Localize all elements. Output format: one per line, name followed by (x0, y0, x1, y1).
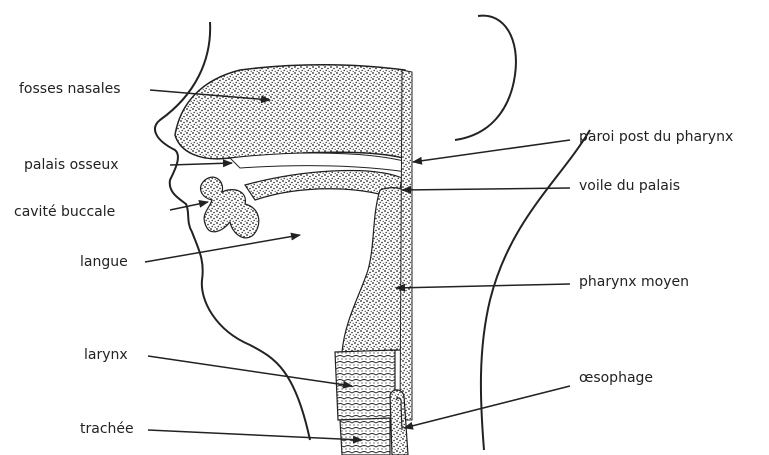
arrow-larynx (148, 356, 352, 386)
arrow-cavite-buccale (170, 202, 208, 210)
label-cavite-buccale: cavité buccale (14, 203, 115, 221)
label-voile-du-palais: voile du palais (579, 177, 680, 195)
arrow-paroi-post (413, 140, 570, 162)
label-pharynx-moyen: pharynx moyen (579, 273, 689, 291)
label-paroi-post-pharynx: paroi post du pharynx (579, 128, 733, 146)
hard-palate (230, 153, 408, 172)
pharynx-wall (400, 70, 412, 420)
arrow-pharynx-moyen (396, 284, 570, 288)
label-oesophage: œsophage (579, 369, 653, 387)
arrow-trachee (148, 430, 362, 440)
nasal-cavity (175, 65, 411, 160)
arrow-langue (145, 235, 300, 262)
arrow-palais-osseux (170, 163, 232, 165)
label-langue: langue (80, 253, 128, 271)
label-trachee: trachée (80, 420, 134, 438)
skull-outline (455, 16, 516, 140)
label-palais-osseux: palais osseux (24, 156, 119, 174)
neck-back-outline (481, 130, 590, 450)
label-larynx: larynx (84, 346, 128, 364)
label-fosses-nasales: fosses nasales (19, 80, 121, 98)
trachea-shape (340, 418, 390, 455)
arrow-voile-palais (402, 188, 570, 190)
pharynx (342, 188, 410, 352)
arrow-oesophage (404, 386, 570, 428)
